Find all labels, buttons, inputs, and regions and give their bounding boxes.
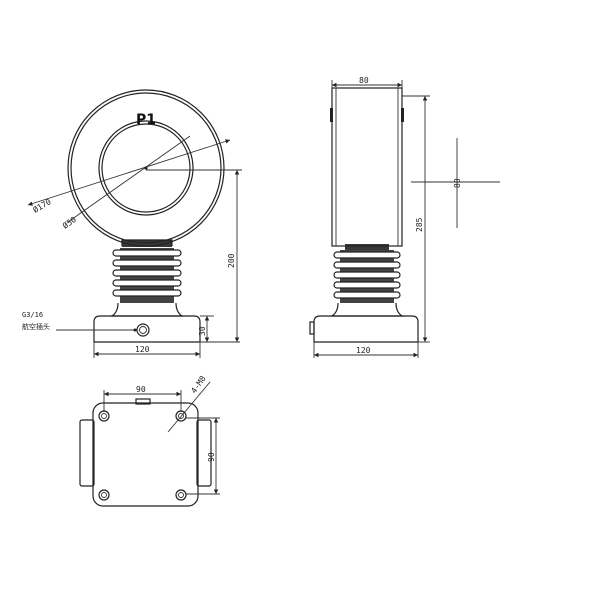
side-base-width-label: 120 — [356, 346, 371, 355]
insulator-bellows — [110, 248, 184, 317]
terminal-label-line1: G3/16 — [22, 311, 44, 319]
mounting-holes — [98, 410, 187, 501]
base-height-label: 30 — [198, 326, 207, 336]
front-base — [93, 315, 201, 343]
hole-spacing-y-label: 90 — [207, 452, 216, 462]
front-view — [27, 89, 242, 358]
top-view — [79, 381, 220, 507]
side-body — [331, 87, 403, 247]
front-height-label: 200 — [227, 253, 236, 268]
part-label: P1 — [136, 112, 156, 128]
crosshair-label: 80 — [453, 178, 462, 188]
inner-diameter-leader — [67, 135, 191, 223]
front-base-width-label: 120 — [135, 345, 150, 354]
hole-spacing-x-label: 90 — [136, 385, 146, 394]
side-bellows — [330, 250, 404, 317]
mounting-holes-label: 4-M8 — [189, 374, 208, 395]
top-base-plate — [92, 402, 199, 507]
terminal-label-line2: 航空插头 — [22, 323, 50, 331]
aviation-connector — [136, 323, 150, 337]
outer-diameter-label: Ø170 — [31, 196, 53, 214]
side-view — [309, 80, 500, 358]
outer-diameter-leader — [27, 139, 231, 206]
side-total-height-label: 285 — [415, 217, 424, 232]
side-top-width-label: 80 — [359, 76, 369, 85]
side-base — [313, 315, 419, 343]
right-tab — [196, 419, 212, 487]
left-tab — [79, 419, 95, 487]
